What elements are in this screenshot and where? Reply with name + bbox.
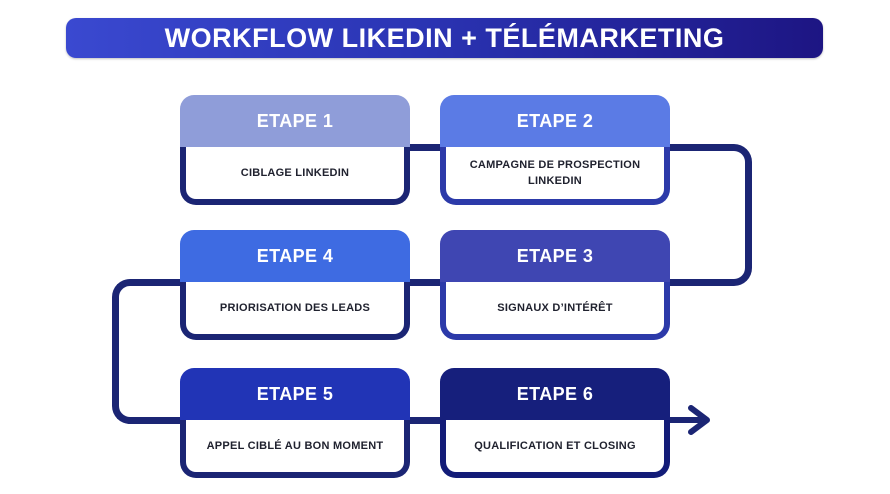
connector-etape1-etape2	[406, 144, 444, 151]
step-description: QUALIFICATION ET CLOSING	[474, 439, 636, 452]
step-description: APPEL CIBLÉ AU BON MOMENT	[206, 439, 384, 452]
connector-etape5-etape6	[406, 417, 444, 424]
step-description: CAMPAGNE DE PROSPECTION LINKEDIN	[469, 158, 641, 188]
step-body: SIGNAUX D’INTÉRÊT	[440, 282, 670, 340]
diagram-title: WORKFLOW LIKEDIN + TÉLÉMARKETING	[164, 22, 725, 53]
step-header: ETAPE 5	[180, 368, 410, 420]
step-description: CIBLAGE LINKEDIN	[240, 166, 350, 179]
step-description: SIGNAUX D’INTÉRÊT	[497, 301, 613, 314]
step-header: ETAPE 2	[440, 95, 670, 147]
step-description: PRIORISATION DES LEADS	[219, 301, 371, 314]
step-card-etape-4: ETAPE 4 PRIORISATION DES LEADS	[180, 230, 410, 340]
step-header: ETAPE 4	[180, 230, 410, 282]
title-banner: WORKFLOW LIKEDIN + TÉLÉMARKETING	[66, 18, 823, 58]
step-body: CAMPAGNE DE PROSPECTION LINKEDIN	[440, 147, 670, 205]
step-header: ETAPE 6	[440, 368, 670, 420]
step-card-etape-6: ETAPE 6 QUALIFICATION ET CLOSING	[440, 368, 670, 478]
connector-etape3-etape4	[406, 279, 444, 286]
step-body: CIBLAGE LINKEDIN	[180, 147, 410, 205]
step-body: QUALIFICATION ET CLOSING	[440, 420, 670, 478]
step-label: ETAPE 2	[516, 110, 594, 131]
step-header: ETAPE 3	[440, 230, 670, 282]
step-label: ETAPE 1	[256, 110, 334, 131]
step-header: ETAPE 1	[180, 95, 410, 147]
step-body: PRIORISATION DES LEADS	[180, 282, 410, 340]
step-label: ETAPE 5	[256, 383, 334, 404]
step-label: ETAPE 4	[256, 245, 334, 266]
connector-loop-etape2-etape3	[662, 144, 752, 286]
step-card-etape-1: ETAPE 1 CIBLAGE LINKEDIN	[180, 95, 410, 205]
step-card-etape-5: ETAPE 5 APPEL CIBLÉ AU BON MOMENT	[180, 368, 410, 478]
connector-loop-etape4-etape5	[112, 279, 186, 424]
step-body: APPEL CIBLÉ AU BON MOMENT	[180, 420, 410, 478]
step-card-etape-3: ETAPE 3 SIGNAUX D’INTÉRÊT	[440, 230, 670, 340]
flow-exit-arrow-icon	[666, 405, 710, 435]
step-card-etape-2: ETAPE 2 CAMPAGNE DE PROSPECTION LINKEDIN	[440, 95, 670, 205]
step-label: ETAPE 6	[516, 383, 594, 404]
step-label: ETAPE 3	[516, 245, 594, 266]
